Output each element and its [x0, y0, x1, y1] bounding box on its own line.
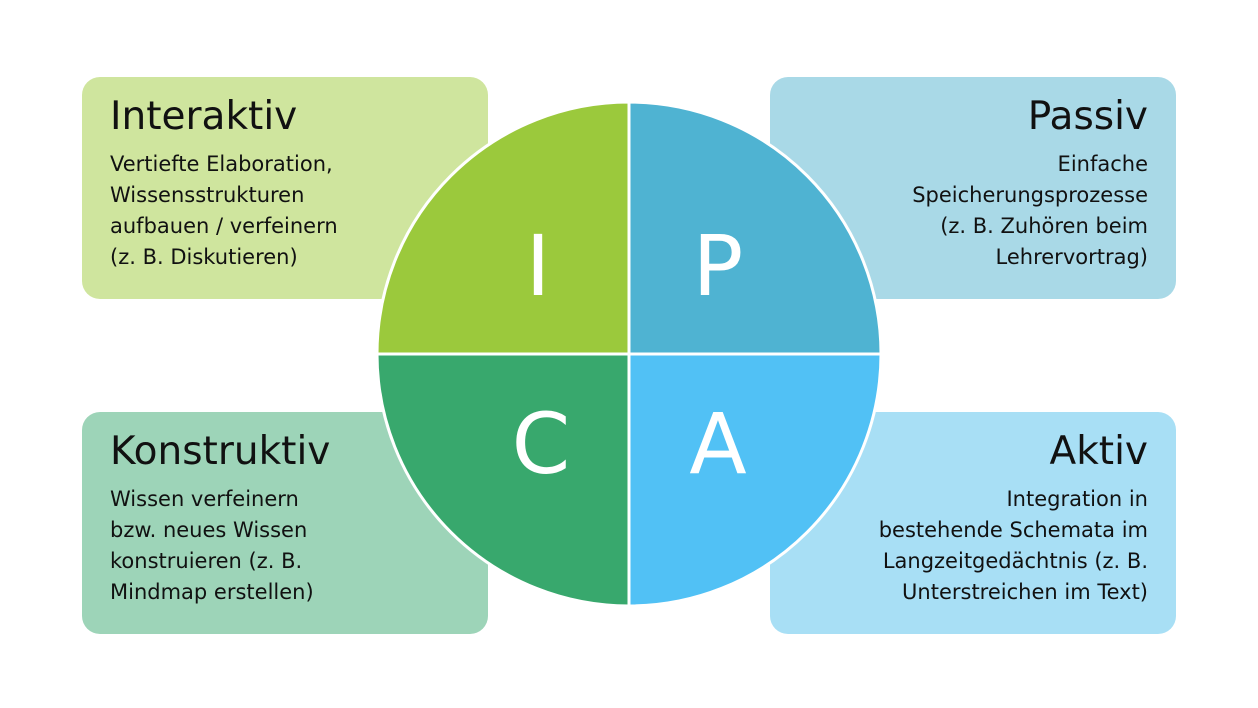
description-line: Einfache [1057, 152, 1148, 176]
title-konstruktiv: Konstruktiv [110, 429, 331, 474]
description-line: Integration in [1006, 487, 1148, 511]
quadrant-konstruktiv [375, 352, 631, 608]
description-line: bestehende Schemata im [878, 518, 1148, 542]
description-line: aufbauen / verfeinern [110, 214, 338, 238]
description-line: Unterstreichen im Text) [902, 580, 1148, 604]
description-line: (z. B. Diskutieren) [110, 245, 298, 269]
description-passiv: Einfache Speicherungsprozesse (z. B. Zuh… [848, 149, 1148, 273]
description-line: Langzeitgedächtnis (z. B. [882, 549, 1148, 573]
description-line: Vertiefte Elaboration, [110, 152, 333, 176]
title-aktiv: Aktiv [1049, 429, 1148, 474]
description-line: Mindmap erstellen) [110, 580, 314, 604]
letter-p: P [693, 217, 744, 315]
quadrant-passiv [627, 100, 883, 356]
letter-a: A [689, 395, 746, 493]
quadrant-aktiv [627, 352, 883, 608]
letter-i: I [526, 217, 551, 315]
description-interaktiv: Vertiefte Elaboration, Wissensstrukturen… [110, 149, 410, 273]
description-line: Wissen verfeinern [110, 487, 299, 511]
description-line: bzw. neues Wissen [110, 518, 308, 542]
description-line: Lehrervortrag) [995, 245, 1148, 269]
description-aktiv: Integration in bestehende Schemata im La… [848, 484, 1148, 608]
description-line: Wissensstrukturen [110, 183, 305, 207]
description-konstruktiv: Wissen verfeinern bzw. neues Wissen kons… [110, 484, 410, 608]
description-line: (z. B. Zuhören beim [940, 214, 1148, 238]
description-line: Speicherungsprozesse [912, 183, 1148, 207]
letter-c: C [512, 395, 571, 493]
box-interaktiv: Interaktiv Vertiefte Elaboration, Wissen… [82, 77, 488, 299]
title-interaktiv: Interaktiv [110, 94, 298, 139]
quadrant-interaktiv [375, 100, 631, 356]
title-passiv: Passiv [1027, 94, 1148, 139]
description-line: konstruieren (z. B. [110, 549, 303, 573]
